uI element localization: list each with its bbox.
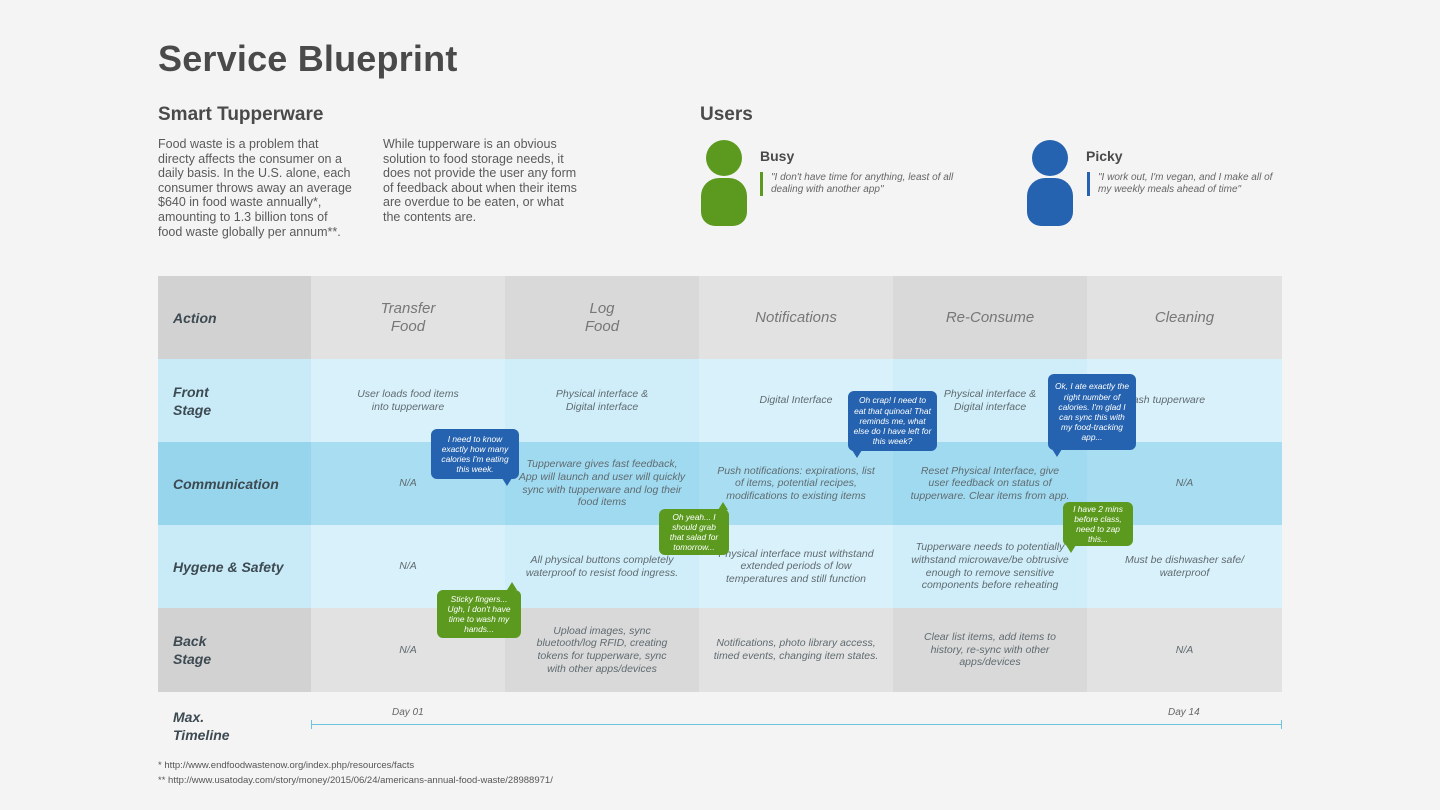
footnote-2: ** http://www.usatoday.com/story/money/2… — [158, 775, 553, 786]
row-label-communication: Communication — [158, 442, 311, 525]
back-stage-row: Back Stage N/A Upload images, sync bluet… — [158, 608, 1282, 692]
hygene-cell: Physical interface must withstand extend… — [699, 525, 893, 608]
busy-bubble-calories: I need to know exactly how many calories… — [431, 429, 519, 479]
bubble-tail — [1052, 449, 1062, 457]
bubble-tail — [507, 582, 517, 590]
busy-user-quote: "I don't have time for anything, least o… — [760, 172, 970, 196]
hygene-cell: Must be dishwasher safe/ waterproof — [1087, 525, 1282, 608]
back-stage-cell: Notifications, photo library access, tim… — [699, 608, 893, 692]
back-stage-cell: N/A — [1087, 608, 1282, 692]
row-label-action: Action — [158, 276, 311, 359]
intro-paragraph-2: While tupperware is an obvious solution … — [383, 137, 577, 224]
timeline-start-tick — [311, 720, 312, 729]
bubble-tail — [852, 450, 862, 458]
footnote-1: * http://www.endfoodwastenow.org/index.p… — [158, 760, 415, 771]
intro-paragraph-1: Food waste is a problem that directy aff… — [158, 137, 352, 239]
column-header-log-food: Log Food — [505, 276, 699, 359]
back-stage-cell: Upload images, sync bluetooth/log RFID, … — [505, 608, 699, 692]
picky-bubble-sticky: Sticky fingers... Ugh, I don't have time… — [437, 590, 521, 638]
front-stage-cell: User loads food items into tupperware — [311, 359, 505, 442]
row-label-front-stage: Front Stage — [158, 359, 311, 442]
busy-user-icon — [700, 140, 748, 228]
action-row: Action Transfer Food Log Food Notificati… — [158, 276, 1282, 359]
communication-cell: Push notifications: expirations, list of… — [699, 442, 893, 525]
timeline-label: Max. Timeline — [173, 709, 230, 743]
picky-bubble-salad: Oh yeah... I should grab that salad for … — [659, 509, 729, 555]
picky-bubble-zap: I have 2 mins before class, need to zap … — [1063, 502, 1133, 546]
row-label-hygene: Hygene & Safety — [158, 525, 311, 608]
column-header-notifications: Notifications — [699, 276, 893, 359]
front-stage-cell: Physical interface & Digital interface — [505, 359, 699, 442]
row-label-back-stage: Back Stage — [158, 608, 311, 692]
bubble-tail — [718, 502, 728, 510]
column-header-cleaning: Cleaning — [1087, 276, 1282, 359]
back-stage-cell: Clear list items, add items to history, … — [893, 608, 1087, 692]
bubble-tail — [502, 478, 512, 486]
bubble-tail — [1066, 545, 1076, 553]
column-header-re-consume: Re-Consume — [893, 276, 1087, 359]
project-title: Smart Tupperware — [158, 104, 324, 125]
timeline-line — [311, 724, 1282, 725]
picky-user-name: Picky — [1086, 148, 1123, 164]
page-title: Service Blueprint — [158, 38, 458, 79]
column-header-transfer-food: Transfer Food — [311, 276, 505, 359]
users-title: Users — [700, 104, 753, 125]
hygene-row: Hygene & Safety N/A All physical buttons… — [158, 525, 1282, 608]
timeline-start-day: Day 01 — [392, 707, 424, 718]
blueprint-grid: Action Transfer Food Log Food Notificati… — [158, 276, 1282, 692]
picky-user-icon — [1026, 140, 1074, 228]
busy-bubble-quinoa: Oh crap! I need to eat that quinoa! That… — [848, 391, 937, 451]
hygene-cell: Tupperware needs to potentially withstan… — [893, 525, 1087, 608]
busy-bubble-calories-sync: Ok, I ate exactly the right number of ca… — [1048, 374, 1136, 450]
busy-user-name: Busy — [760, 148, 795, 164]
picky-user-quote: "I work out, I'm vegan, and I make all o… — [1087, 172, 1287, 196]
timeline-end-tick — [1281, 720, 1282, 729]
timeline-end-day: Day 14 — [1168, 707, 1200, 718]
